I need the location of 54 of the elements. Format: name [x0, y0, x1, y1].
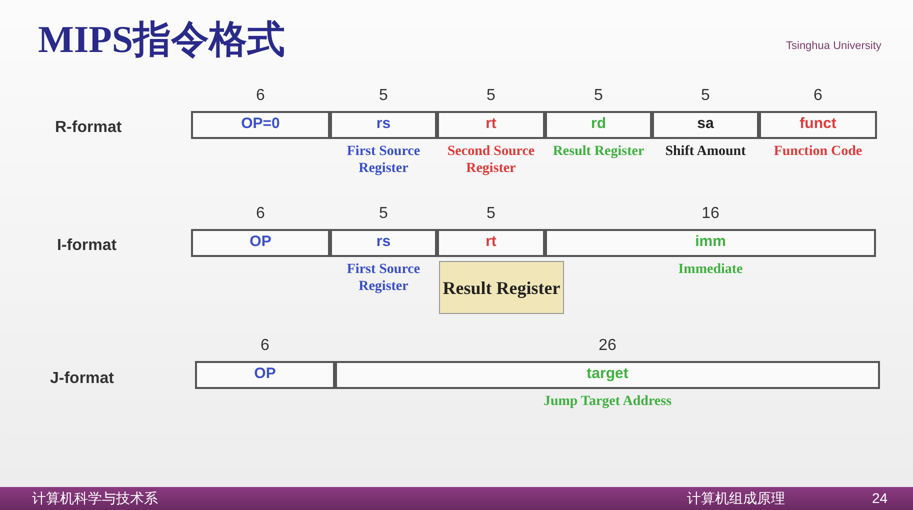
footer-text: 计算机科学与技术系 [32, 490, 158, 508]
field-description: First Source Register [346, 143, 422, 177]
field-cell [335, 361, 880, 389]
field-description: Second Source Register [446, 143, 536, 177]
field-description: Shift Amount [664, 143, 747, 160]
field-name: rt [486, 115, 496, 132]
field-cell [652, 111, 759, 139]
field-description: Function Code [772, 143, 864, 160]
bit-width-label: 5 [378, 87, 389, 105]
bit-width-label: 6 [255, 205, 266, 223]
bit-width-label: 16 [700, 205, 720, 223]
field-cell [545, 229, 876, 257]
field-name: OP=0 [241, 115, 280, 132]
field-name: rd [591, 115, 606, 132]
bit-width-label: 5 [378, 205, 389, 223]
field-cell [330, 229, 437, 257]
field-name: imm [695, 233, 726, 250]
field-description: Jump Target Address [542, 393, 673, 410]
bit-width-label: 5 [486, 87, 496, 105]
bit-width-label: 5 [486, 205, 496, 223]
page-number: 24 [872, 490, 888, 506]
footer-text: 计算机组成原理 [687, 490, 785, 508]
bit-width-label: 5 [700, 87, 711, 105]
field-cell [330, 111, 437, 139]
bit-width-label: 6 [812, 87, 824, 105]
field-cell [437, 229, 545, 257]
row-label: R-format [55, 119, 122, 137]
callout-box [439, 261, 564, 314]
field-name: rs [376, 115, 391, 132]
field-cell [191, 229, 330, 257]
field-name: funct [800, 115, 836, 132]
university-name: Tsinghua University [786, 40, 882, 52]
field-cell [191, 111, 330, 139]
bit-width-label: 6 [255, 87, 266, 105]
field-cell [437, 111, 545, 139]
field-name: rt [486, 233, 496, 250]
row-label: I-format [57, 237, 117, 255]
field-description: Immediate [677, 261, 744, 278]
field-name: OP [250, 233, 272, 250]
field-name: rs [376, 233, 391, 250]
field-name: target [586, 365, 628, 382]
field-description: Result Register [552, 143, 646, 160]
field-cell [759, 111, 877, 139]
callout-text: Result Register [442, 276, 560, 298]
field-cell [545, 111, 652, 139]
field-cell [195, 361, 335, 389]
bit-width-label: 6 [260, 337, 270, 355]
field-name: sa [697, 115, 714, 132]
field-name: OP [254, 365, 276, 382]
row-label: J-format [50, 370, 114, 388]
field-description: First Source Register [346, 261, 422, 295]
bit-width-label: 5 [593, 87, 604, 105]
slide-title: MIPS指令格式 [38, 18, 285, 63]
bit-width-label: 26 [598, 337, 618, 355]
